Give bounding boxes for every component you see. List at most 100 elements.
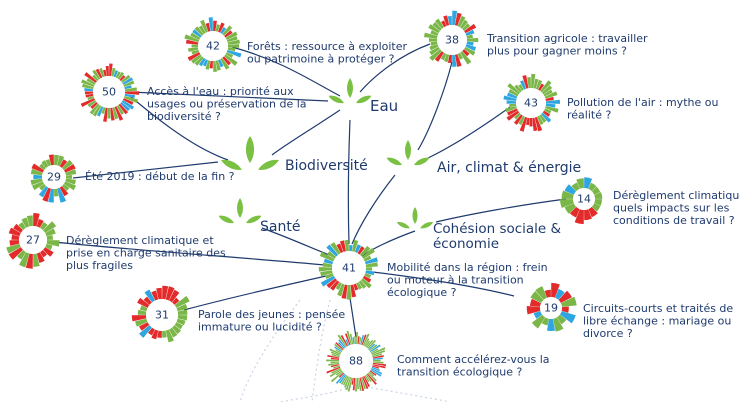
connector-line-13 — [361, 230, 416, 257]
contribution-count: 31 — [155, 309, 169, 322]
topic-title-line: plus fragiles — [66, 259, 133, 272]
topic-title-line: Pollution de l'air : mythe ou — [567, 96, 718, 109]
connector-line-15 — [372, 271, 515, 297]
topic-title-line: Parole des jeunes : pensée — [198, 308, 345, 321]
ring-center — [339, 344, 373, 378]
connector-line-6 — [435, 198, 567, 223]
background-trail-0 — [279, 384, 357, 402]
leaf-icon — [218, 198, 262, 224]
contribution-count: 14 — [577, 193, 591, 206]
contribution-ring — [184, 17, 242, 72]
connector-line-5 — [427, 106, 511, 159]
contribution-ring — [318, 239, 378, 300]
contribution-ring — [424, 10, 479, 67]
ring-center — [332, 251, 366, 285]
contribution-count: 50 — [102, 86, 116, 99]
theme-label: Cohésion sociale & — [433, 221, 562, 237]
theme-label: Eau — [370, 97, 398, 115]
ring-center — [19, 226, 47, 254]
contribution-count: 88 — [349, 355, 363, 368]
ring-center — [573, 188, 595, 210]
topic-title-line: plus pour gagner moins ? — [487, 45, 627, 58]
ring-center — [198, 31, 228, 61]
contribution-count: 29 — [47, 171, 61, 184]
theme-label: Santé — [260, 219, 300, 235]
contribution-ring — [30, 154, 77, 203]
ring-center — [42, 165, 66, 189]
connector-line-2 — [129, 91, 329, 102]
connector-line-3 — [129, 95, 229, 161]
connector-line-9 — [271, 109, 341, 156]
topic-title-line: Comment accélérez-vous la — [397, 353, 550, 366]
ring-center — [93, 76, 125, 108]
topic-title-line: Mobilité dans la région : frein — [387, 261, 548, 274]
ring-center — [516, 88, 546, 118]
topic-title-line: quels impacts sur les — [613, 202, 730, 215]
connector-line-7 — [53, 241, 326, 266]
theme-label: Biodiversité — [285, 158, 368, 174]
topic-title-line: Dérèglement climatique : — [613, 189, 740, 202]
contribution-ring — [559, 177, 603, 225]
connector-line-0 — [231, 46, 341, 97]
contribution-count: 38 — [445, 34, 459, 47]
contribution-count: 43 — [524, 97, 538, 110]
connector-line-1 — [359, 43, 431, 93]
topic-title-line: divorce ? — [583, 327, 633, 340]
connector-line-4 — [72, 161, 219, 179]
topic-title-line: conditions de travail ? — [613, 214, 735, 227]
theme-node-1[interactable]: Biodiversité — [220, 136, 368, 174]
topic-title-line: ou moteur à la transition — [387, 274, 524, 287]
theme-node-4[interactable]: Cohésion sociale &économie — [396, 207, 562, 252]
contribution-ring — [6, 212, 60, 269]
theme-node-0[interactable]: Eau — [328, 78, 399, 115]
topic-title-line: Accès à l'eau : priorité aux — [147, 85, 294, 98]
topic-title-line: réalité ? — [567, 109, 611, 122]
leaf-icon — [386, 140, 430, 166]
topic-title-line: usages ou préservation de la — [147, 98, 307, 111]
ring-center — [437, 25, 467, 55]
connection-lines — [53, 43, 567, 402]
theme-label: Air, climat & énergie — [437, 160, 581, 176]
topic-title-line: biodiversité ? — [147, 110, 221, 123]
theme-node-2[interactable]: Air, climat & énergie — [386, 140, 582, 176]
topic-title-line: Forêts : ressource à exploiter — [247, 40, 407, 53]
connector-line-12 — [351, 174, 396, 245]
background-trail-2 — [239, 299, 301, 402]
contribution-ring — [80, 63, 140, 122]
contribution-count: 41 — [342, 262, 356, 275]
background-trail-1 — [355, 384, 451, 402]
connector-line-8 — [183, 275, 327, 311]
topic-title-line: transition écologique ? — [397, 366, 522, 379]
ring-center — [540, 297, 562, 319]
connector-line-16 — [417, 61, 453, 151]
contribution-ring — [503, 73, 560, 132]
background-trail-3 — [311, 299, 331, 402]
topic-title-line: prise en charge sanitaire des — [66, 247, 226, 260]
contribution-ring — [526, 282, 577, 332]
connector-line-11 — [347, 119, 351, 245]
contribution-count: 42 — [206, 40, 220, 53]
contribution-count: 19 — [544, 302, 558, 315]
topic-title-line: libre échange : mariage ou — [583, 315, 731, 328]
topic-title-line: Dérèglement climatique et — [66, 234, 214, 247]
theme-node-3[interactable]: Santé — [218, 198, 301, 235]
leaf-icon — [328, 78, 372, 104]
topic-title-line: Transition agricole : travailler — [486, 32, 648, 45]
leaf-icon — [396, 207, 434, 229]
theme-label-line2: économie — [433, 236, 499, 252]
topic-node-5[interactable]: 14 Dérèglement climatique :quels impacts … — [559, 177, 740, 227]
